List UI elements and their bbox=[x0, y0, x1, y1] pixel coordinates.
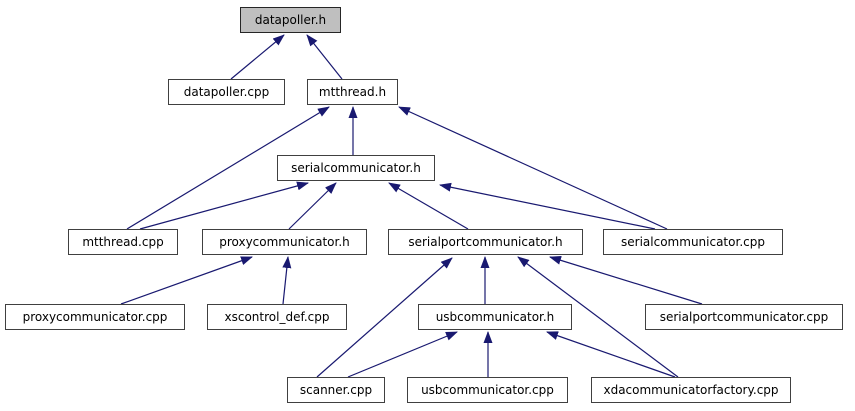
node-datapoller-cpp[interactable]: datapoller.cpp bbox=[168, 79, 285, 105]
edge-serialcommunicator-cpp-to-mtthread-h bbox=[398, 106, 668, 230]
node-mtthread-h[interactable]: mtthread.h bbox=[307, 79, 398, 105]
node-proxycommunicator-cpp[interactable]: proxycommunicator.cpp bbox=[5, 304, 185, 330]
node-serialportcommunicator-cpp[interactable]: serialportcommunicator.cpp bbox=[645, 304, 843, 330]
node-xscontrol_def-cpp[interactable]: xscontrol_def.cpp bbox=[207, 304, 347, 330]
node-usbcommunicator-cpp[interactable]: usbcommunicator.cpp bbox=[407, 377, 568, 403]
edge-group bbox=[120, 34, 703, 378]
edge-scanner-cpp-to-usbcommunicator-h bbox=[347, 331, 458, 378]
edge-serialportcommunicator-cpp-to-serialportcommunicator-h bbox=[549, 255, 703, 305]
node-proxycommunicator-h[interactable]: proxycommunicator.h bbox=[202, 229, 367, 255]
node-serialportcommunicator-h[interactable]: serialportcommunicator.h bbox=[388, 229, 583, 255]
edge-serialcommunicator-cpp-to-serialcommunicator-h bbox=[439, 182, 656, 230]
edge-xdacommunicatorfactory-cpp-to-serialportcommunicator-h bbox=[517, 256, 679, 378]
node-datapoller-h[interactable]: datapoller.h bbox=[240, 7, 341, 33]
edge-xdacommunicatorfactory-cpp-to-usbcommunicator-h bbox=[546, 331, 676, 378]
edge-mtthread-h-to-datapoller-h bbox=[306, 34, 343, 80]
node-serialcommunicator-cpp[interactable]: serialcommunicator.cpp bbox=[603, 229, 783, 255]
node-mtthread-cpp[interactable]: mtthread.cpp bbox=[68, 229, 178, 255]
edge-proxycommunicator-h-to-serialcommunicator-h bbox=[288, 182, 337, 230]
node-xdacommunicatorfactory-cpp[interactable]: xdacommunicatorfactory.cpp bbox=[591, 377, 791, 403]
node-usbcommunicator-h[interactable]: usbcommunicator.h bbox=[418, 304, 572, 330]
node-serialcommunicator-h[interactable]: serialcommunicator.h bbox=[277, 155, 435, 181]
edge-mtthread-cpp-to-mtthread-h bbox=[126, 106, 330, 230]
edge-datapoller-cpp-to-datapoller-h bbox=[230, 34, 285, 80]
edge-proxycommunicator-cpp-to-proxycommunicator-h bbox=[120, 256, 253, 305]
edge-xscontrol_def-cpp-to-proxycommunicator-h bbox=[282, 256, 292, 305]
node-scanner-cpp[interactable]: scanner.cpp bbox=[287, 377, 385, 403]
edge-scanner-cpp-to-serialportcommunicator-h bbox=[316, 257, 453, 378]
edge-mtthread-cpp-to-serialcommunicator-h bbox=[139, 181, 309, 230]
edge-serialportcommunicator-h-to-serialcommunicator-h bbox=[388, 182, 469, 230]
